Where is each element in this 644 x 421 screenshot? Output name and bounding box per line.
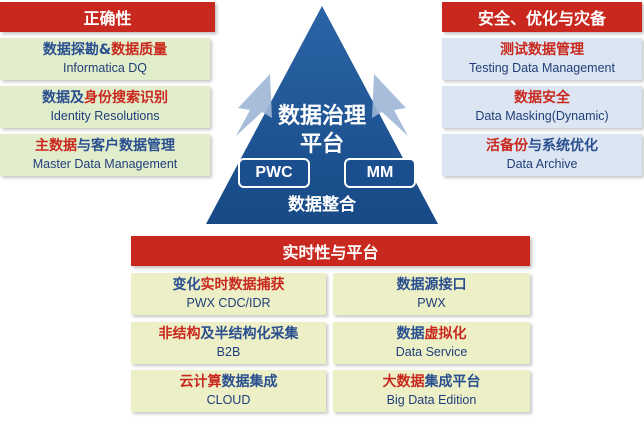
left-box-dq-subtitle: Informatica DQ <box>62 60 148 75</box>
arrow-left-icon <box>236 74 272 136</box>
bottom-left-box-b2b-title: 非结构及半结构化采集 <box>158 326 299 343</box>
bottom-right-box-pwx: 数据源接口 PWX <box>333 273 530 315</box>
mm-badge: MM <box>344 158 416 188</box>
center-title-line2: 平台 <box>299 132 344 157</box>
bottom-left-box-cdc-subtitle: PWX CDC/IDR <box>186 295 271 310</box>
right-box-tdm-subtitle: Testing Data Management <box>469 60 615 75</box>
bottom-left-box-cloud-subtitle: CLOUD <box>206 392 251 407</box>
bottom-left-box-cdc: 变化实时数据捕获 PWX CDC/IDR <box>131 273 326 315</box>
bottom-right-box-bde: 大数据集成平台 Big Data Edition <box>333 370 530 412</box>
right-box-masking-subtitle: Data Masking(Dynamic) <box>475 108 609 123</box>
left-box-dq-title: 数据探勘&数据质量 <box>42 42 168 59</box>
bottom-right-box-pwx-subtitle: PWX <box>417 295 446 310</box>
right-box-archive-title: 活备份与系统优化 <box>486 138 598 155</box>
bottom-header: 实时性与平台 <box>131 236 530 266</box>
right-box-archive-subtitle: Data Archive <box>506 156 578 171</box>
arrow-right-icon <box>372 74 408 136</box>
bottom-right-box-bde-subtitle: Big Data Edition <box>386 392 477 407</box>
right-box-masking: 数据安全 Data Masking(Dynamic) <box>442 86 642 128</box>
right-box-archive: 活备份与系统优化 Data Archive <box>442 134 642 176</box>
left-box-identity-title: 数据及身份搜索识别 <box>42 90 168 107</box>
left-box-identity-subtitle: Identity Resolutions <box>50 108 160 123</box>
center-title-line1: 数据治理 <box>277 104 366 129</box>
bottom-right-box-bde-title: 大数据集成平台 <box>382 374 481 391</box>
pwc-badge: PWC <box>238 158 310 188</box>
left-box-mdm-title: 主数据与客户数据管理 <box>35 138 175 155</box>
bottom-left-box-cdc-title: 变化实时数据捕获 <box>172 277 285 294</box>
bottom-left-box-cloud: 云计算数据集成 CLOUD <box>131 370 326 412</box>
center-integration-label: 数据整合 <box>288 195 356 215</box>
right-box-tdm-title: 测试数据管理 <box>500 42 584 59</box>
bottom-right-box-ds-title: 数据虚拟化 <box>396 326 467 343</box>
right-header: 安全、优化与灾备 <box>442 2 642 32</box>
left-box-identity: 数据及身份搜索识别 Identity Resolutions <box>0 86 210 128</box>
left-header: 正确性 <box>0 2 215 32</box>
right-box-tdm: 测试数据管理 Testing Data Management <box>442 38 642 80</box>
left-box-mdm: 主数据与客户数据管理 Master Data Management <box>0 134 210 176</box>
bottom-right-box-pwx-title: 数据源接口 <box>396 277 467 294</box>
bottom-right-box-ds-subtitle: Data Service <box>395 344 468 359</box>
left-box-dq: 数据探勘&数据质量 Informatica DQ <box>0 38 210 80</box>
left-box-mdm-subtitle: Master Data Management <box>32 156 178 171</box>
bottom-left-box-cloud-title: 云计算数据集成 <box>179 374 278 391</box>
bottom-right-box-ds: 数据虚拟化 Data Service <box>333 322 530 364</box>
right-box-masking-title: 数据安全 <box>514 90 570 107</box>
bottom-left-box-b2b: 非结构及半结构化采集 B2B <box>131 322 326 364</box>
bottom-left-box-b2b-subtitle: B2B <box>216 344 241 359</box>
